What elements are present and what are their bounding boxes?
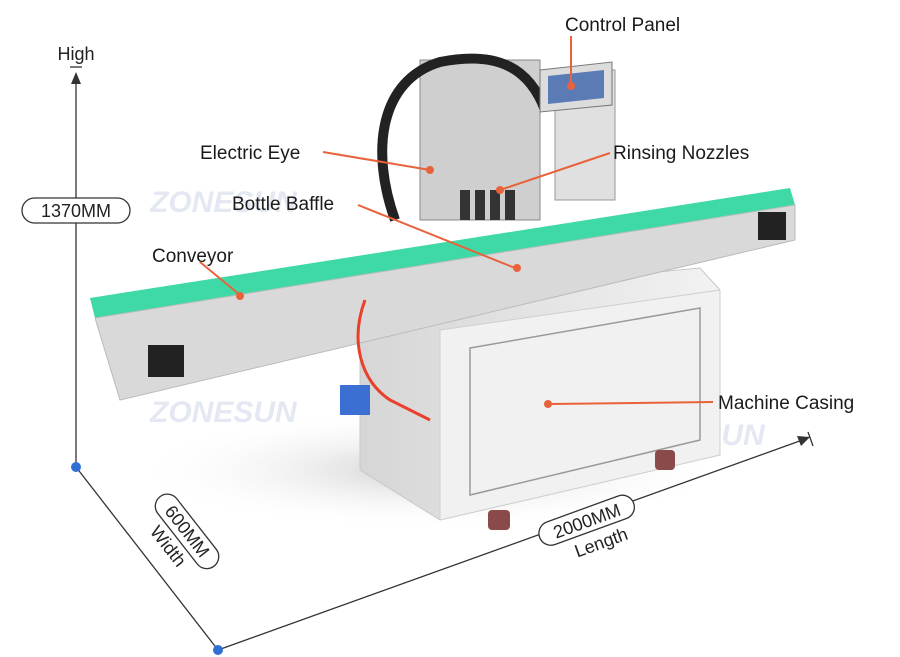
machine-illustration	[90, 53, 796, 530]
length-tick	[807, 431, 814, 447]
callout-lines	[199, 36, 714, 405]
caster-wheel	[488, 510, 510, 530]
control-panel-screen	[548, 70, 604, 104]
watermark: ZONESUN	[149, 186, 298, 219]
conveyor-frame	[94, 204, 796, 401]
label-bottle-baffle: Bottle Baffle	[232, 194, 334, 215]
dimension-dot	[213, 645, 223, 655]
conveyor-guide	[90, 188, 795, 318]
height-label: High	[57, 44, 94, 64]
callout-dots	[236, 82, 575, 408]
height-badge: 1370MM	[21, 197, 131, 224]
dimension-lines	[70, 66, 814, 651]
air-tube	[356, 299, 431, 422]
conveyor-end-bearing	[758, 212, 786, 240]
caster-wheel	[655, 450, 675, 470]
casing-front	[439, 289, 721, 521]
dimension-dot	[71, 462, 81, 472]
label-control-panel: Control Panel	[565, 15, 680, 36]
label-machine-casing: Machine Casing	[718, 393, 854, 414]
svg-text:1370MM: 1370MM	[41, 201, 111, 221]
label-electric-eye: Electric Eye	[200, 143, 300, 164]
length-arrow-icon	[797, 436, 810, 446]
label-rinsing-nozzles: Rinsing Nozzles	[613, 143, 749, 164]
power-plug	[340, 385, 370, 415]
height-arrow-icon	[71, 72, 81, 84]
casing-door	[469, 307, 701, 496]
length-line	[217, 437, 809, 651]
conveyor-motor-end	[148, 345, 184, 377]
label-conveyor: Conveyor	[152, 246, 234, 267]
width-line	[75, 466, 219, 651]
